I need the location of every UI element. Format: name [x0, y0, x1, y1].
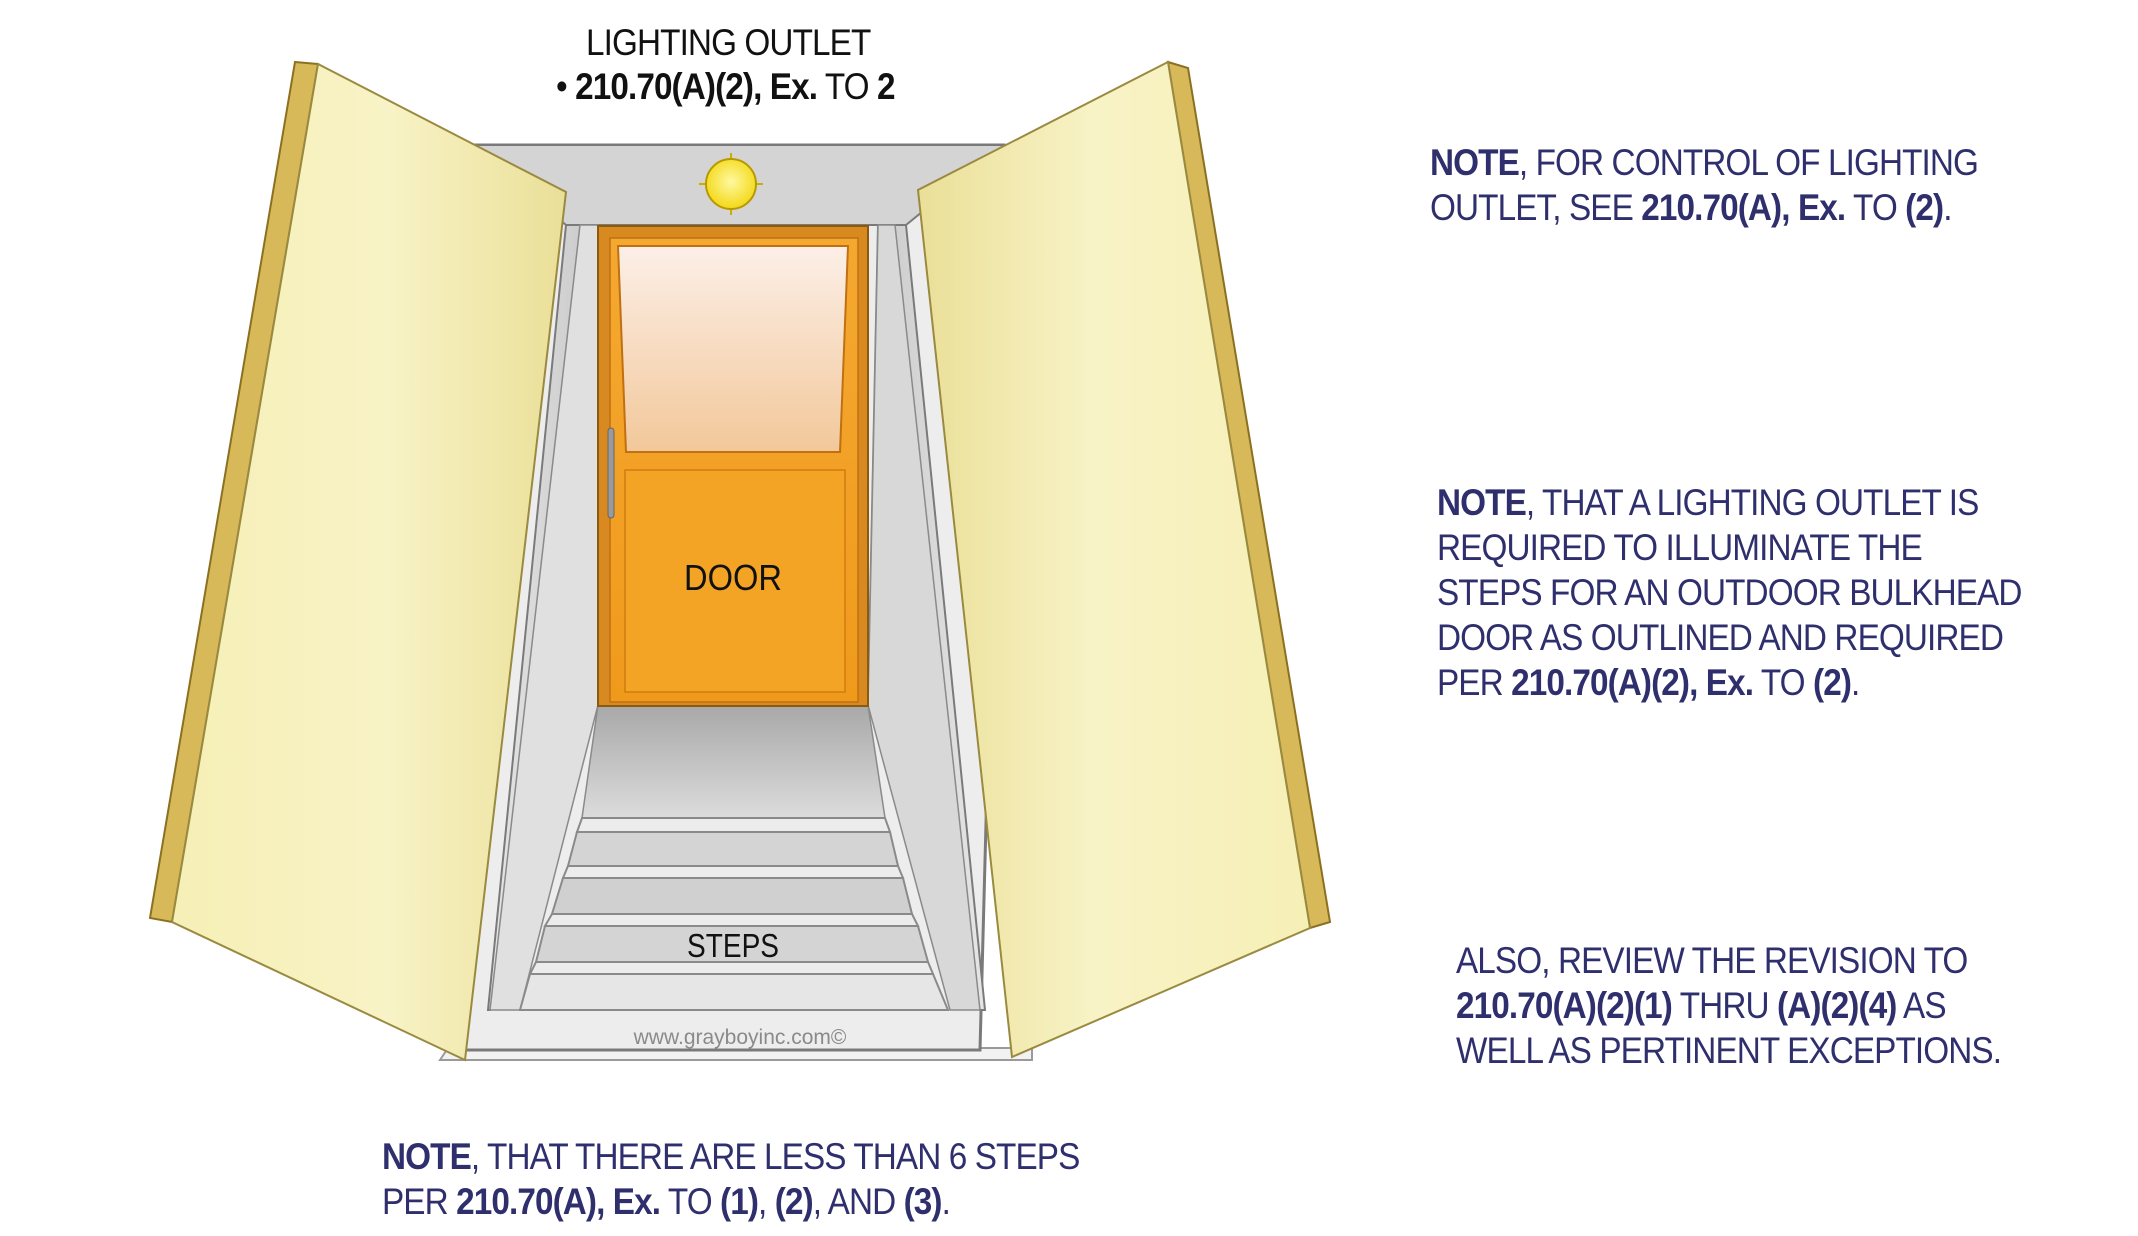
steps-label: STEPS: [687, 927, 779, 964]
note-line: DOOR AS OUTLINED AND REQUIRED: [1437, 617, 2004, 658]
note-line: NOTE, THAT THERE ARE LESS THAN 6 STEPS: [382, 1136, 1080, 1177]
note-line: ALSO, REVIEW THE REVISION TO: [1456, 940, 1968, 981]
step-2: [561, 865, 905, 879]
note-line: WELL AS PERTINENT EXCEPTIONS.: [1456, 1030, 2002, 1071]
note-lighting-required: NOTE, THAT A LIGHTING OUTLET IS REQUIRED…: [1437, 480, 2022, 705]
note-line: PER 210.70(A)(2), Ex. TO (2).: [1437, 662, 1860, 703]
reference-bullet: •: [556, 66, 576, 107]
reference-number: 2: [877, 66, 896, 107]
step-1-riser: [566, 831, 900, 867]
door-lower-panel: [624, 469, 846, 693]
right-bulkhead-panel: [916, 60, 1312, 1059]
door-label: DOOR: [684, 557, 782, 598]
right-wall-inner: [867, 224, 981, 1011]
step-4-riser: [518, 973, 950, 1011]
lighting-outlet-title: LIGHTING OUTLET: [586, 20, 871, 65]
step-1: [575, 817, 892, 833]
left-wall-inner: [489, 224, 599, 1011]
reference-to: TO: [817, 66, 878, 107]
lighting-outlet-label: LIGHTING OUTLET: [586, 22, 871, 63]
landing-floor: [581, 704, 886, 819]
note-step-count: NOTE, THAT THERE ARE LESS THAN 6 STEPS P…: [382, 1134, 1080, 1224]
watermark: www.grayboyinc.com©: [633, 1026, 847, 1049]
step-2-riser: [550, 877, 914, 915]
note-lighting-control: NOTE, FOR CONTROL OF LIGHTING OUTLET, SE…: [1430, 140, 1979, 230]
note-line: NOTE, THAT A LIGHTING OUTLET IS: [1437, 482, 1979, 523]
door: [597, 225, 869, 707]
step-3: [543, 913, 920, 927]
note-line: OUTLET, SEE 210.70(A), Ex. TO (2).: [1430, 187, 1952, 228]
left-bulkhead-panel: [170, 62, 568, 1062]
door-handle: [607, 427, 615, 519]
note-line: PER 210.70(A), Ex. TO (1), (2), AND (3).: [382, 1181, 951, 1222]
note-line: STEPS FOR AN OUTDOOR BULKHEAD: [1437, 572, 2022, 613]
lighting-outlet-reference: • 210.70(A)(2), Ex. TO 2: [556, 64, 896, 109]
door-window: [616, 245, 850, 453]
reference-code: 210.70(A)(2), Ex.: [575, 66, 818, 107]
note-review-revision: ALSO, REVIEW THE REVISION TO 210.70(A)(2…: [1456, 938, 2002, 1073]
note-line: REQUIRED TO ILLUMINATE THE: [1437, 527, 1923, 568]
note-line: 210.70(A)(2)(1) THRU (A)(2)(4) AS: [1456, 985, 1947, 1026]
steps: [518, 817, 950, 1011]
lighting-outlet-icon: [699, 153, 763, 215]
note-line: NOTE, FOR CONTROL OF LIGHTING: [1430, 142, 1979, 183]
